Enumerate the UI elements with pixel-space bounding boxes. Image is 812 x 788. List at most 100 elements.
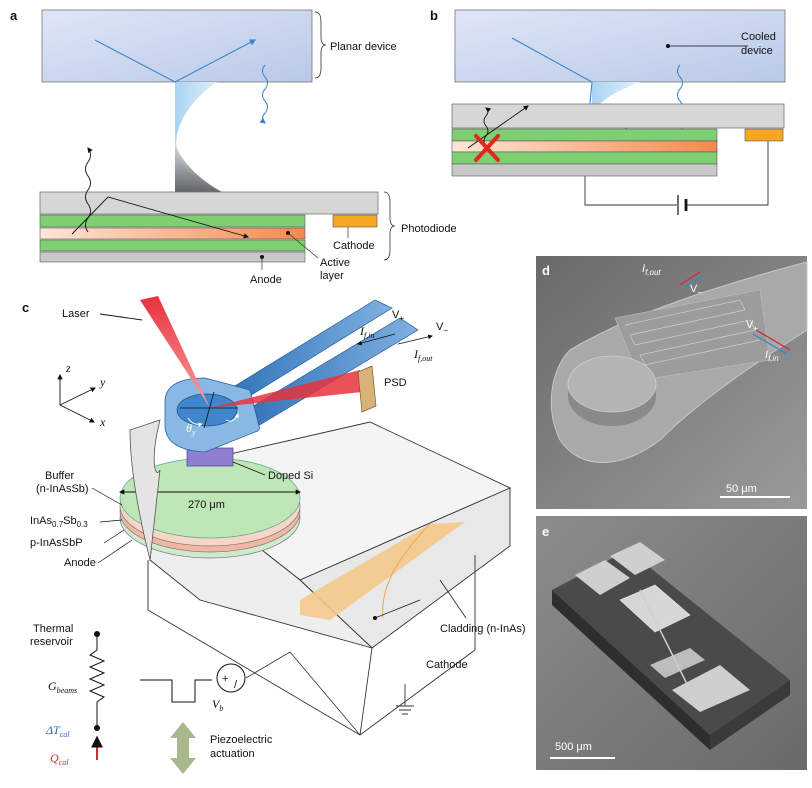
planar-device-bracket	[314, 11, 327, 79]
cooled-gap	[592, 82, 640, 104]
doped-si-leader	[232, 461, 266, 476]
e-scale-label: 500 μm	[555, 741, 592, 753]
bias-wire-left	[584, 176, 677, 206]
bias-wire-right	[687, 141, 769, 206]
cathode-pad-curve	[382, 523, 431, 619]
c-anode-label: Anode	[64, 557, 96, 569]
panel-c: c 270 μm Doped Si Laser	[22, 296, 526, 774]
v-plus-text: V	[392, 309, 400, 321]
i-in-sub: f,in	[364, 331, 374, 340]
q-cal-text: Q	[50, 751, 59, 765]
top-gray-layer	[39, 191, 379, 215]
cooled-device-label-1: Cooled	[741, 31, 776, 43]
b-cathode-contact	[744, 128, 784, 142]
theta-y-sub: y	[191, 428, 196, 437]
delta-t-sub: cal	[60, 730, 71, 739]
inassb-text-b: Sb	[63, 515, 76, 527]
g-beams-label: Gbeams	[48, 679, 77, 695]
photodiode-bracket	[383, 191, 396, 261]
sem-chip-side	[552, 590, 710, 750]
b-anode-layer	[451, 163, 718, 177]
q-cal-label: Qcal	[50, 751, 69, 767]
b-top-gray-layer	[451, 103, 785, 129]
sem-pad-3	[672, 665, 750, 712]
laser-beam	[140, 296, 210, 408]
near-field-gap-shadow	[175, 140, 222, 192]
d-i-in-label: If,in	[765, 349, 779, 363]
buffer-leader	[91, 487, 123, 506]
p-inassbp-label: p-InAsSbP	[30, 537, 83, 549]
cooled-device-label-2: device	[741, 45, 773, 57]
planar-device-label: Planar device	[330, 41, 397, 53]
photodiode-ray	[71, 196, 250, 239]
c-anode-leader	[97, 539, 133, 564]
panel-b: b Cooled device	[430, 8, 786, 215]
p-inassbp-leader	[103, 529, 125, 544]
psd-detector	[357, 365, 377, 413]
cathode-pad-leader	[374, 599, 421, 619]
sem-membrane	[619, 584, 691, 633]
cathode-pad-dot	[373, 616, 377, 620]
support-neck	[129, 419, 161, 561]
cathode-contact	[332, 214, 378, 228]
v-minus-text: V	[436, 321, 444, 333]
thermal-reservoir-label-1: Thermal	[33, 623, 73, 635]
panel-a-label: a	[10, 8, 18, 23]
theta-y-label: θy	[186, 421, 196, 437]
panel-d-label: d	[542, 263, 550, 278]
theta-x-sub: x	[263, 432, 268, 441]
dimension-label: 270 μm	[188, 499, 225, 511]
emitted-photon-wave	[259, 64, 268, 124]
panel-d: d If,out V− V+ If,in 50 μm	[536, 256, 808, 509]
panel-e: e 500 μm	[536, 516, 807, 770]
d-v-minus-text: V	[690, 283, 698, 295]
planar-device-block	[41, 9, 313, 83]
cladding-leader	[439, 579, 467, 619]
sem-i-in-arrow-blue	[752, 333, 788, 355]
delta-t-label: ΔTcal	[45, 723, 70, 739]
axis-y-label: y	[99, 375, 106, 389]
thermal-resistor	[88, 634, 106, 728]
sem-i-in-arrow-red	[755, 329, 791, 351]
cathode-pad	[300, 522, 465, 620]
d-scale-label: 50 μm	[726, 483, 757, 495]
panel-b-label: b	[430, 8, 438, 23]
near-field-gap	[175, 82, 222, 192]
inassb-label: InAs0.7Sb0.3	[30, 515, 88, 529]
i-in-label: If,in	[359, 324, 374, 340]
cooled-device-dot	[666, 44, 670, 48]
anode-label: Anode	[250, 274, 282, 286]
current-out-arrow	[397, 334, 433, 345]
cladding-label: Cladding (n-InAs)	[440, 623, 526, 635]
coordinate-axes	[57, 373, 96, 423]
inassb-sub-1: 0.7	[52, 520, 64, 529]
b-green-layer-top	[451, 128, 718, 142]
active-layer	[39, 227, 306, 240]
axis-z-label: z	[65, 361, 71, 375]
c-cathode-label: Cathode	[426, 659, 468, 671]
d-v-plus-label: V+	[746, 319, 758, 333]
piezo-label-1: Piezoelectric	[210, 734, 273, 746]
bias-source-wire	[245, 651, 361, 736]
anode-layer	[39, 251, 306, 263]
v-plus-label: V+	[392, 309, 404, 323]
calibration-node	[94, 725, 100, 731]
ground-icon	[396, 684, 414, 715]
rotation-arrow-x	[225, 413, 239, 422]
cathode-frame-edge	[359, 647, 373, 736]
bias-pulse-waveform	[140, 679, 212, 703]
buffer-label-2: (n-InAsSb)	[36, 483, 89, 495]
d-i-in-sub: f,in	[768, 354, 779, 363]
laser-label: Laser	[62, 308, 90, 320]
sem-beam	[639, 589, 691, 691]
delta-t-text: ΔT	[45, 723, 61, 737]
voltage-source-plus: +	[222, 673, 228, 685]
active-layer-label-1: Active	[320, 257, 350, 269]
panel-a: a Planar device Photodiode Cathode Activ…	[10, 8, 457, 286]
sem-pillar-top	[567, 355, 657, 413]
g-beams-text: G	[48, 679, 57, 693]
reflected-ray	[94, 39, 257, 83]
d-v-plus-text: V	[746, 319, 754, 331]
i-out-label: If,out	[413, 347, 433, 363]
